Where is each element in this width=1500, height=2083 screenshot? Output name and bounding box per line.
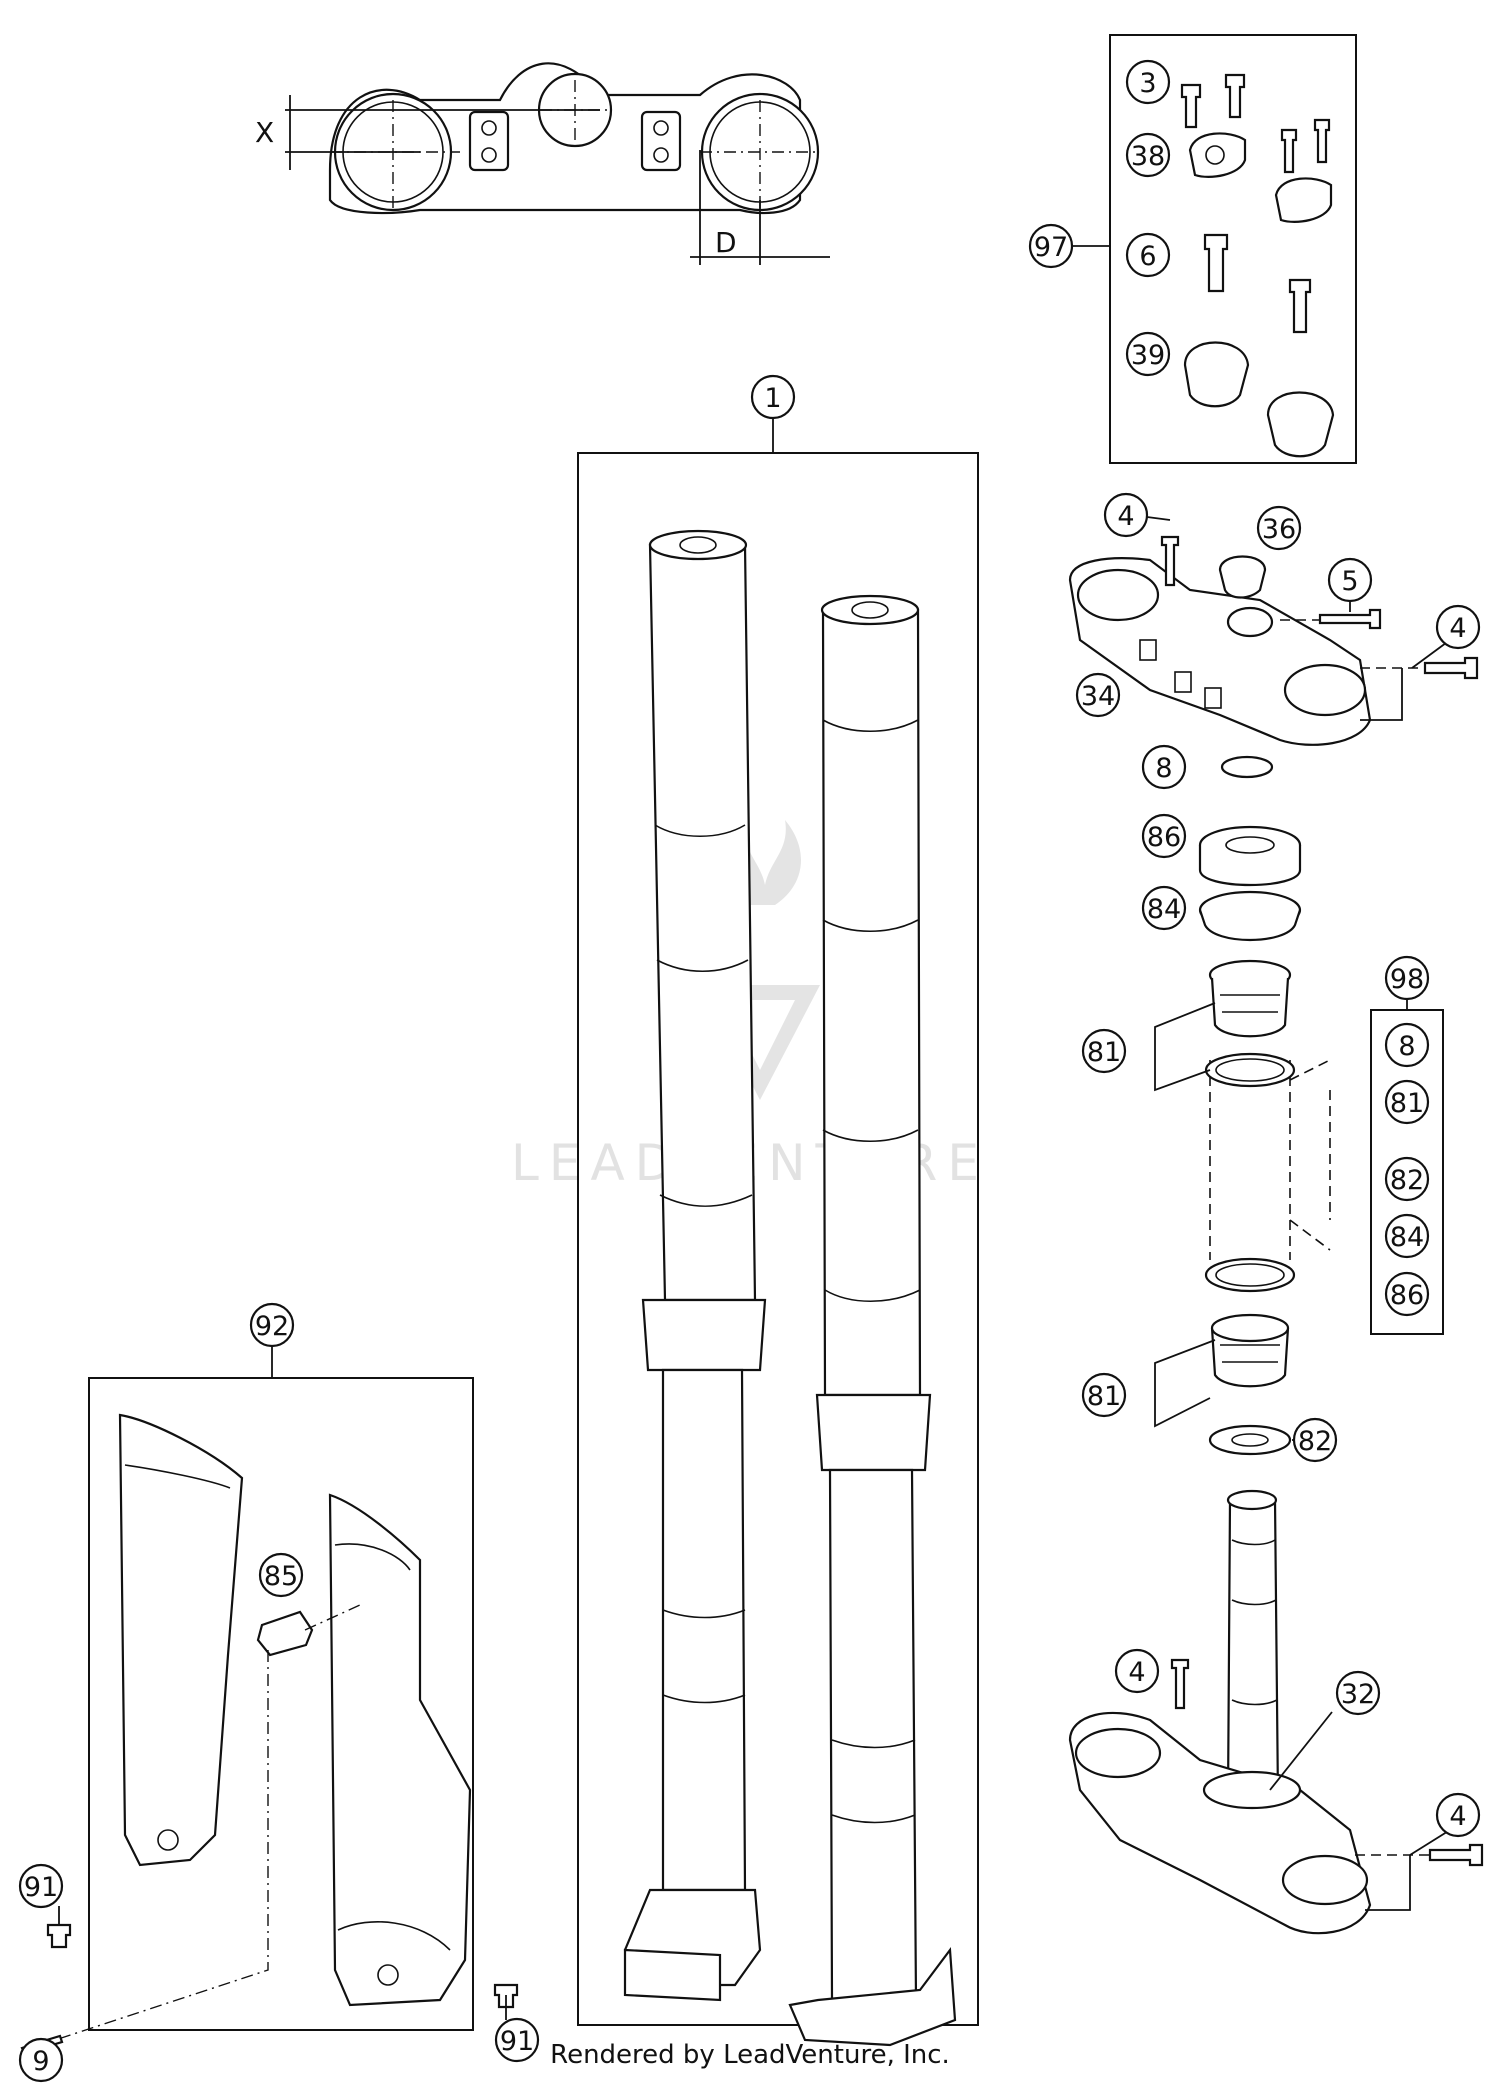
svg-text:86: 86 <box>1147 822 1181 853</box>
svg-text:32: 32 <box>1341 1679 1375 1710</box>
callout-3[interactable]: 3 <box>1125 59 1171 105</box>
svg-text:5: 5 <box>1341 566 1358 597</box>
bearing-81-lower <box>1210 1313 1290 1388</box>
footer-credit: Rendered by LeadVenture, Inc. <box>550 2040 950 2070</box>
svg-text:91: 91 <box>24 1872 58 1903</box>
svg-text:81: 81 <box>1087 1381 1121 1412</box>
seal-82 <box>1208 1424 1292 1456</box>
kit-97-parts <box>1180 73 1335 458</box>
callout-97[interactable]: 97 <box>1028 223 1074 269</box>
callout-1[interactable]: 1 <box>750 374 796 420</box>
bearing-81-lower-bracket <box>1154 1339 1216 1428</box>
seal-86 <box>1198 825 1302 887</box>
bracket-4-right <box>1360 639 1451 721</box>
callout-39[interactable]: 39 <box>1125 331 1171 377</box>
callout-82[interactable]: 82 <box>1292 1417 1338 1463</box>
svg-text:81: 81 <box>1087 1037 1121 1068</box>
svg-text:86: 86 <box>1390 1280 1424 1311</box>
callout-8[interactable]: 8 <box>1141 744 1187 790</box>
callout-98-82[interactable]: 82 <box>1384 1156 1430 1202</box>
callout-86[interactable]: 86 <box>1141 813 1187 859</box>
svg-text:1: 1 <box>764 383 781 414</box>
dimension-d-label: D <box>715 226 737 259</box>
bolt-4-right <box>1423 656 1479 680</box>
bolt-4-lower-right <box>1428 1843 1484 1867</box>
callout-81-upper[interactable]: 81 <box>1081 1028 1127 1074</box>
bolt-4-top <box>1160 535 1180 587</box>
callout-5[interactable]: 5 <box>1327 557 1373 603</box>
callout-98-8[interactable]: 8 <box>1384 1022 1430 1068</box>
callout-4-right[interactable]: 4 <box>1435 604 1481 650</box>
svg-text:81: 81 <box>1390 1088 1424 1119</box>
svg-text:92: 92 <box>255 1311 289 1342</box>
steering-head-tube <box>1204 1052 1331 1293</box>
dimension-x-label: X <box>255 116 274 149</box>
svg-text:98: 98 <box>1390 964 1424 995</box>
svg-text:4: 4 <box>1128 1657 1145 1688</box>
kit-97-frame <box>1109 34 1357 464</box>
callout-91-left[interactable]: 91 <box>18 1863 64 1909</box>
svg-text:8: 8 <box>1155 753 1172 784</box>
svg-text:82: 82 <box>1298 1426 1332 1457</box>
callout-4-lower-top[interactable]: 4 <box>1114 1648 1160 1694</box>
svg-text:4: 4 <box>1117 501 1134 532</box>
svg-text:97: 97 <box>1034 232 1068 263</box>
callout-4-lower-right[interactable]: 4 <box>1435 1792 1481 1838</box>
callout-6[interactable]: 6 <box>1125 232 1171 278</box>
callout-84[interactable]: 84 <box>1141 885 1187 931</box>
triple-clamp-dimension-drawing: X D <box>255 62 830 265</box>
dust-seal-84 <box>1198 890 1302 941</box>
svg-text:39: 39 <box>1131 340 1165 371</box>
bearing-81-upper-bracket <box>1154 1002 1216 1092</box>
callout-4-top[interactable]: 4 <box>1103 492 1149 538</box>
fork-protector-kit-92-frame <box>88 1377 474 2031</box>
bolt-4-top-leader <box>1146 516 1171 521</box>
callout-98-86[interactable]: 86 <box>1384 1271 1430 1317</box>
callout-36[interactable]: 36 <box>1256 505 1302 551</box>
callout-92[interactable]: 92 <box>249 1302 295 1348</box>
lower-triple-clamp-32 <box>1068 1489 1372 1935</box>
upper-triple-clamp-34 <box>1068 557 1372 746</box>
screw-91-left <box>46 1923 72 1949</box>
callout-91-right[interactable]: 91 <box>494 2017 540 2063</box>
svg-text:34: 34 <box>1081 681 1115 712</box>
bolt-5 <box>1318 608 1382 630</box>
svg-text:84: 84 <box>1147 894 1181 925</box>
svg-text:84: 84 <box>1390 1222 1424 1253</box>
svg-text:36: 36 <box>1262 514 1296 545</box>
fork-kit-1-frame <box>577 452 979 2026</box>
svg-text:4: 4 <box>1449 613 1466 644</box>
callout-32[interactable]: 32 <box>1335 1670 1381 1716</box>
callout-85[interactable]: 85 <box>258 1552 304 1598</box>
bracket-4-lower-right <box>1365 1829 1451 1911</box>
svg-text:91: 91 <box>500 2026 534 2057</box>
svg-text:8: 8 <box>1398 1031 1415 1062</box>
svg-text:6: 6 <box>1139 241 1156 272</box>
o-ring-8 <box>1220 755 1274 779</box>
callout-98[interactable]: 98 <box>1384 955 1430 1001</box>
callout-81-lower[interactable]: 81 <box>1081 1372 1127 1418</box>
nut-36 <box>1218 555 1267 599</box>
bearing-81-upper <box>1208 959 1292 1038</box>
stem-32-leader <box>1269 1711 1333 1791</box>
callout-9[interactable]: 9 <box>18 2037 64 2083</box>
callout-38[interactable]: 38 <box>1125 132 1171 178</box>
callout-98-84[interactable]: 84 <box>1384 1213 1430 1259</box>
svg-text:85: 85 <box>264 1561 298 1592</box>
svg-text:9: 9 <box>32 2046 49 2077</box>
callout-98-81[interactable]: 81 <box>1384 1079 1430 1125</box>
fork-protectors <box>39 1413 472 2046</box>
fork-legs <box>623 529 957 2047</box>
svg-text:4: 4 <box>1449 1801 1466 1832</box>
bolt-4-lower-top <box>1170 1658 1190 1710</box>
svg-text:3: 3 <box>1139 68 1156 99</box>
svg-text:38: 38 <box>1131 141 1165 172</box>
svg-text:82: 82 <box>1390 1165 1424 1196</box>
callout-34[interactable]: 34 <box>1075 672 1121 718</box>
